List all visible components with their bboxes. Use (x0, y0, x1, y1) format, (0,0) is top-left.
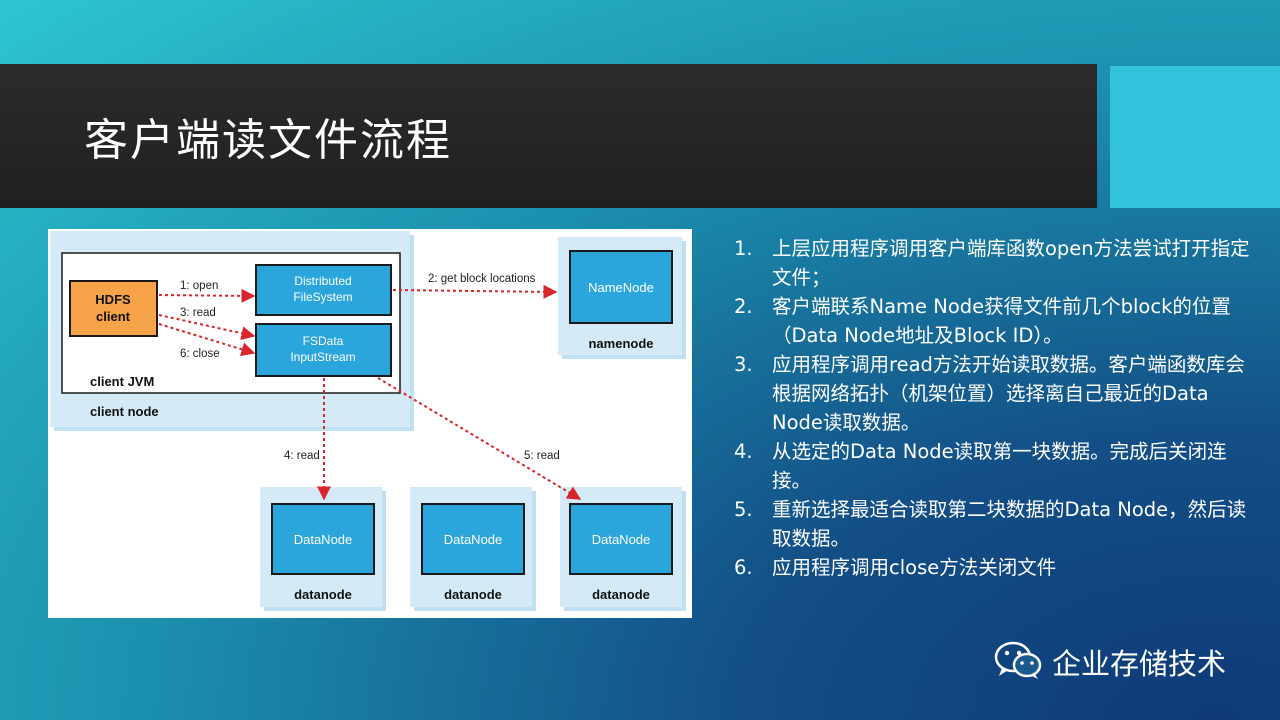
datanode-3-label: datanode (592, 587, 650, 602)
step-item: 4. 从选定的Data Node读取第一块数据。完成后关闭连接。 (730, 437, 1250, 495)
namenode-box-label: NameNode (588, 280, 654, 295)
wechat-icon (994, 640, 1044, 684)
brand-name: 企业存储技术 (1052, 647, 1227, 681)
arrow-read-3-label: 3: read (180, 307, 216, 319)
datanode-2-box-label: DataNode (444, 532, 503, 547)
step-text: 从选定的Data Node读取第一块数据。完成后关闭连接。 (772, 440, 1227, 492)
step-number: 5. (734, 498, 753, 521)
namenode-label: namenode (588, 336, 653, 351)
step-text: 上层应用程序调用客户端库函数open方法尝试打开指定文件； (772, 237, 1250, 289)
client-jvm-label: client JVM (90, 374, 154, 389)
arrow-open (158, 288, 256, 303)
step-number: 1. (734, 237, 753, 260)
hdfs-client-box (69, 280, 158, 337)
step-item: 5. 重新选择最适合读取第二块数据的Data Node，然后读取数据。 (730, 495, 1250, 553)
fsdata-stream-label-2: InputStream (290, 350, 355, 364)
step-number: 6. (734, 556, 753, 579)
step-item: 3. 应用程序调用read方法开始读取数据。客户端函数库会根据网络拓扑（机架位置）… (730, 350, 1250, 437)
step-text: 应用程序调用close方法关闭文件 (772, 556, 1057, 579)
arrow-close-label: 6: close (180, 348, 220, 360)
step-text: 客户端联系Name Node获得文件前几个block的位置（Data Node地… (772, 295, 1231, 347)
datanode-1-box-label: DataNode (294, 532, 353, 547)
namenode-box (569, 250, 673, 324)
step-number: 2. (734, 295, 753, 318)
client-node-label: client node (90, 404, 159, 419)
arrow-open-label: 1: open (180, 280, 218, 292)
step-number: 3. (734, 353, 753, 376)
arrow-read-4-label: 4: read (284, 450, 320, 462)
distributed-fs-label-2: FileSystem (293, 290, 352, 304)
arrow-close (158, 323, 256, 357)
datanode-3-box (569, 503, 673, 575)
arrow-get-block-label: 2: get block locations (428, 273, 536, 285)
datanode-3-box-label: DataNode (592, 532, 651, 547)
datanode-1-box (271, 503, 375, 575)
arrow-read-5-label: 5: read (524, 450, 560, 462)
arrow-read-3 (158, 314, 256, 341)
fsdata-stream-box (255, 323, 392, 377)
hdfs-client-label-2: client (96, 309, 131, 324)
distributed-fs-label-1: Distributed (294, 274, 351, 288)
step-text: 应用程序调用read方法开始读取数据。客户端函数库会根据网络拓扑（机架位置）选择… (772, 353, 1245, 434)
step-item: 2. 客户端联系Name Node获得文件前几个block的位置（Data Nod… (730, 292, 1250, 350)
fsdata-stream-label-1: FSData (303, 334, 344, 348)
datanode-2-label: datanode (444, 587, 502, 602)
step-number: 4. (734, 440, 753, 463)
accent-box (1110, 66, 1280, 208)
distributed-fs-box (255, 264, 392, 316)
title-band (0, 64, 1097, 208)
step-item: 1. 上层应用程序调用客户端库函数open方法尝试打开指定文件； (730, 234, 1250, 292)
hdfs-client-label-1: HDFS (95, 292, 131, 307)
read-steps-list: 1. 上层应用程序调用客户端库函数open方法尝试打开指定文件； 2. 客户端联系N… (730, 234, 1250, 582)
datanode-1-label: datanode (294, 587, 352, 602)
step-text: 重新选择最适合读取第二块数据的Data Node，然后读取数据。 (772, 498, 1247, 550)
step-item: 6. 应用程序调用close方法关闭文件 (730, 553, 1250, 582)
arrow-get-block (392, 284, 558, 299)
datanode-2-box (421, 503, 525, 575)
slide-title: 客户端读文件流程 (84, 115, 452, 166)
hdfs-read-diagram: client JVM client node HDFS client Distr… (48, 229, 692, 618)
footer-brand: 企业存储技术 (994, 640, 1226, 684)
